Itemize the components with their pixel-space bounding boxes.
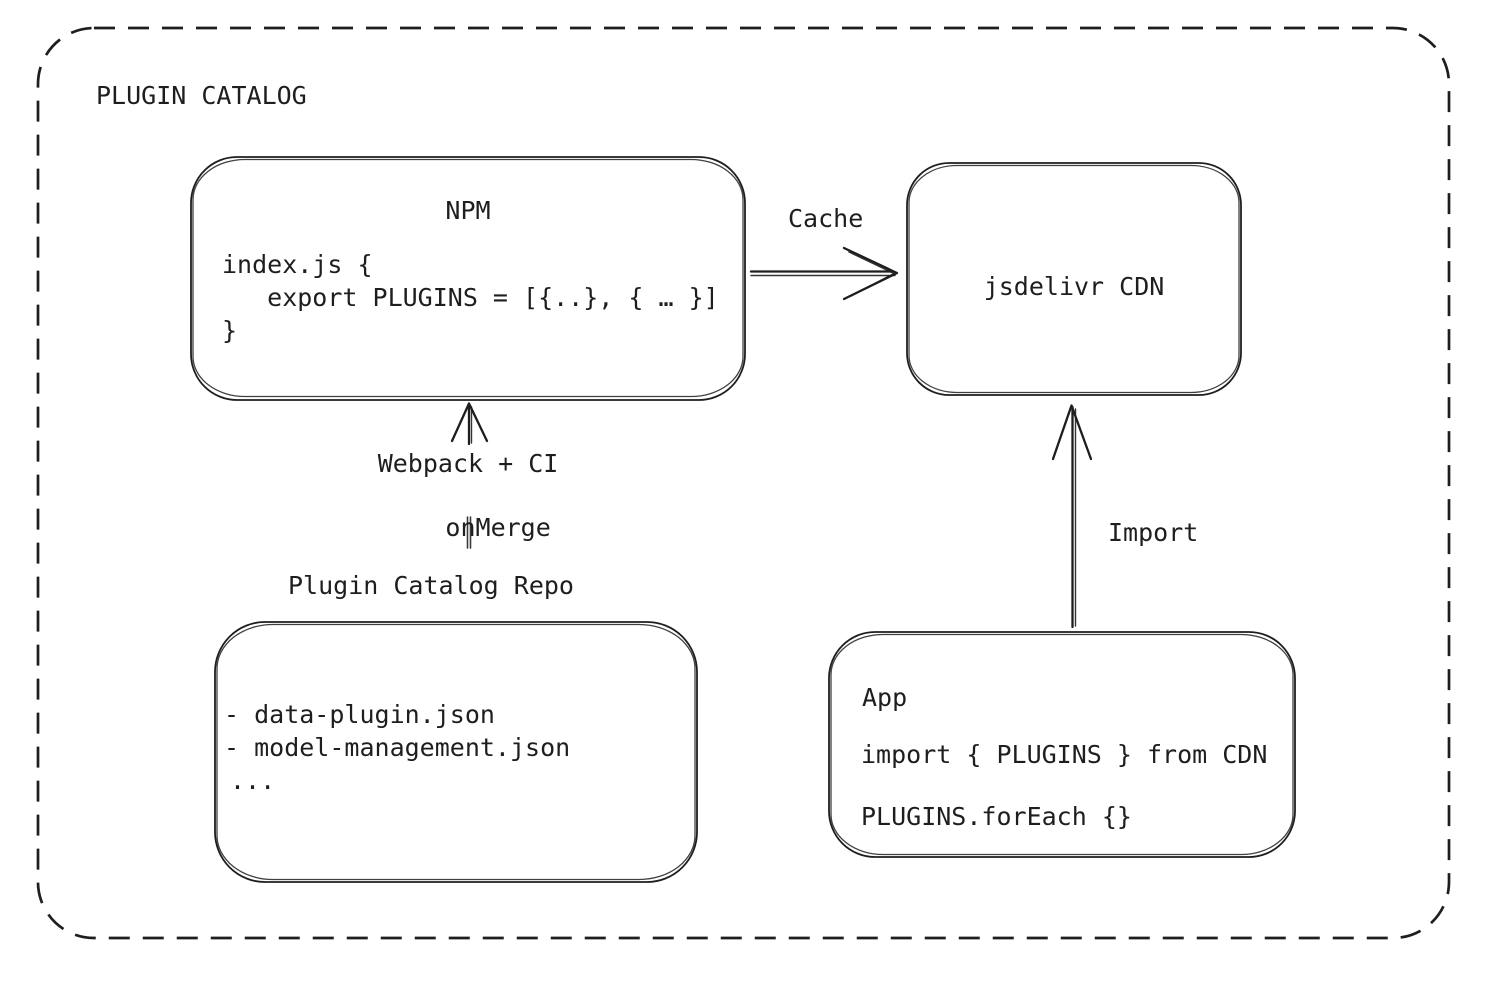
npm-code-line-3: } [222,316,238,345]
npm-code-line-1: index.js { [222,250,373,279]
repo-box [214,621,698,883]
diagram-title: PLUGIN CATALOG [96,81,307,110]
build-arrow [450,402,489,446]
import-edge-label: Import [1108,518,1199,547]
repo-file-line-2: - model-management.json [224,733,571,762]
npm-box [190,156,746,401]
build-edge-label-line-2: onMerge [445,513,551,542]
build-edge-label: Webpack + CI onMerge [318,448,618,576]
import-arrow [1051,404,1093,629]
app-box-title: App [862,683,908,712]
npm-code-line-2: export PLUGINS = [{..}, { … }] [222,283,719,312]
cdn-box-label: jsdelivr CDN [983,272,1165,301]
repo-box-label: Plugin Catalog Repo [288,571,574,600]
app-code-line-2: PLUGINS.forEach {} [861,802,1132,831]
cache-arrow [749,246,899,301]
cache-edge-label: Cache [788,204,864,233]
build-connector-segment [466,516,472,549]
repo-file-line-3: ... [230,766,276,795]
npm-box-title: NPM [445,196,491,225]
outer-dashed-border [36,26,1451,940]
app-box [828,631,1296,858]
repo-file-line-1: - data-plugin.json [224,700,495,729]
app-code-line-1: import { PLUGINS } from CDN [861,740,1268,769]
build-edge-label-line-1: Webpack + CI [377,449,559,478]
cdn-box [906,162,1242,396]
